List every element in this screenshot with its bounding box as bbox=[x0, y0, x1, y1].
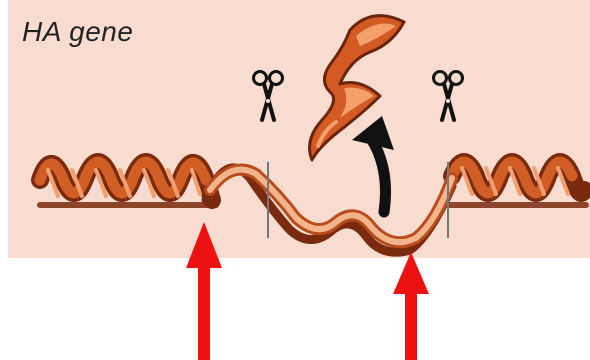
red-arrow-up bbox=[186, 222, 222, 360]
red-arrow-up bbox=[393, 252, 429, 360]
left-helix bbox=[40, 162, 216, 205]
curved-arrow-icon bbox=[352, 116, 394, 212]
right-helix bbox=[448, 162, 586, 205]
unwound-strands bbox=[206, 168, 452, 252]
